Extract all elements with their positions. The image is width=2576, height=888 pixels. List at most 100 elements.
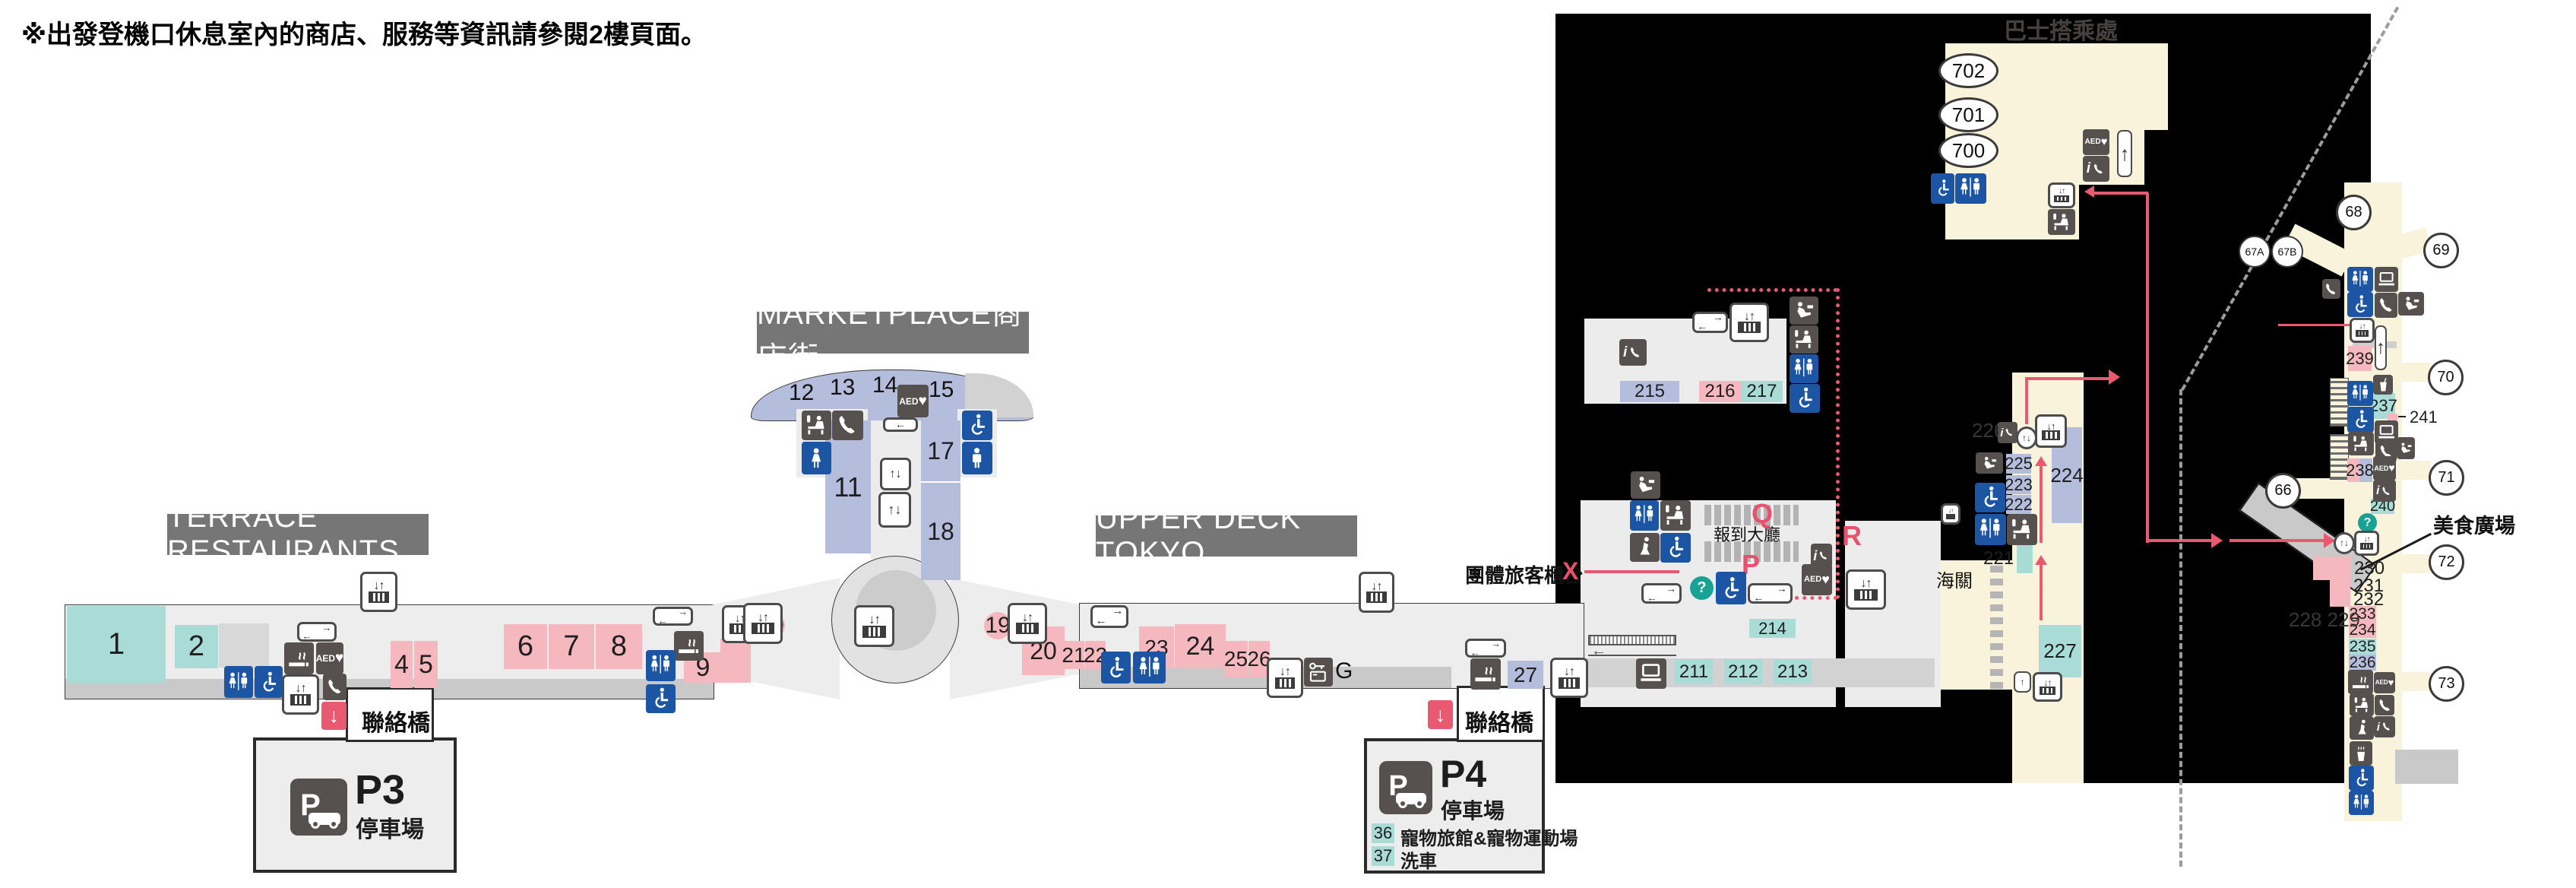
restroom-icon <box>1975 514 2006 545</box>
shop-26: 26 <box>1247 641 1271 677</box>
aed-icon: AED♥ <box>316 642 343 674</box>
corridor-deco <box>219 623 269 668</box>
shop-221 <box>2017 545 2033 573</box>
map-text: 12 <box>789 380 815 405</box>
restroom-icon <box>224 666 253 698</box>
map-text: 13 <box>830 375 856 400</box>
map-text: ← <box>1591 642 1606 659</box>
restroom-icon <box>1630 500 1659 531</box>
shop-236: 236 <box>2349 653 2376 671</box>
info-phone-icon: i <box>2374 716 2395 737</box>
workspace-icon <box>2375 420 2398 444</box>
route-line <box>2040 459 2043 543</box>
elevator-icon: ↓↑ <box>360 572 397 612</box>
parking-p3-name: P3 <box>355 767 406 813</box>
aed-icon: AED♥ <box>1802 564 1832 595</box>
accessible-toilet-icon <box>962 411 992 440</box>
info-phone-icon: i <box>1811 544 1832 568</box>
moving-walkway-bar <box>1588 649 1676 656</box>
route-arrowhead <box>2211 533 2230 548</box>
map-text: 海關 <box>1936 571 1973 591</box>
info-phone-icon: i <box>1619 339 1647 366</box>
map-text: 聯絡橋 <box>1465 711 1533 736</box>
bus-stop-701: 701 <box>1938 97 1998 132</box>
elevator-icon: ↓↑ <box>1359 572 1394 613</box>
shop-24: 24 <box>1175 624 1226 668</box>
parking-p4-name: P4 <box>1440 753 1487 795</box>
page-note: ※出發登機口休息室內的商店、服務等資訊請參閱2樓頁面。 <box>21 21 707 49</box>
escalator-icon: →← <box>297 622 337 642</box>
route-letter-Q: Q <box>1752 498 1774 529</box>
elevator-icon: ↓↑ <box>1729 303 1769 342</box>
checkin-counters <box>1704 541 1799 562</box>
escalator-icon: →← <box>1090 605 1128 628</box>
shop-label-230: 230 <box>2354 557 2385 579</box>
elevator-icon: ↓↑ <box>1267 658 1303 698</box>
womens-toilet-icon <box>802 442 831 474</box>
route-arrowhead <box>2324 533 2343 548</box>
accessible-toilet-icon <box>646 684 676 713</box>
elevator-icon: ↓↑ <box>1550 658 1588 698</box>
map-text: 美食廣場 <box>2433 515 2515 538</box>
escalator-icon: →← <box>1641 583 1682 604</box>
route-line <box>2025 377 2028 424</box>
gate-67A: 67A <box>2239 236 2271 268</box>
shop-216: 216 <box>1699 381 1741 402</box>
baby-care-icon <box>2350 693 2374 716</box>
escalator-icon: →← <box>653 607 693 626</box>
connector-arrow-icon: ↓ <box>1428 700 1453 729</box>
map-text: 聯絡橋 <box>362 711 430 736</box>
parking-p3-box: P P3 停車場 <box>253 737 457 873</box>
map-text: 巴士搭乘處 <box>2004 19 2118 44</box>
gray-block <box>2395 750 2458 784</box>
smoking-room-icon <box>284 642 314 674</box>
walkway-arrow-icon: ← <box>883 417 918 432</box>
elevator-icon: ↓↑ <box>2035 414 2067 448</box>
shop-223: 223 <box>2005 474 2033 494</box>
shop-234: 234 <box>2349 620 2376 639</box>
section-label: TERRACE RESTAURANTS <box>167 500 429 568</box>
smoking-room-icon <box>2348 670 2373 694</box>
restroom-icon <box>2347 381 2373 406</box>
section-label: MARKETPLACE商店街 <box>757 297 1029 375</box>
route-arrowhead <box>2035 450 2047 466</box>
route-line <box>1584 570 1679 573</box>
pier-stub-70 <box>2395 363 2430 382</box>
legend-36-chip: 36 <box>1372 823 1394 843</box>
shop-222: 222 <box>2005 494 2033 514</box>
shop-11: 11 <box>825 420 871 553</box>
route-line <box>2040 558 2043 620</box>
vending-icon <box>2373 375 2393 395</box>
route-line <box>2278 324 2350 326</box>
shop-25: 25 <box>1224 641 1248 677</box>
drinking-fountain-icon <box>2398 292 2424 316</box>
bridge-box <box>346 687 434 742</box>
aed-icon: AED♥ <box>897 385 929 417</box>
legend-36-text: 寵物旅館&寵物運動場 <box>1400 829 1578 849</box>
connector-arrow-icon: ↓ <box>321 702 347 730</box>
shop-235: 235 <box>2349 637 2376 655</box>
escalator-icon: ↑↓ <box>2016 427 2037 449</box>
walkway-icon: ↑ <box>2117 130 2132 177</box>
shop-label-221: 221 <box>1983 548 2014 569</box>
stairs <box>2330 378 2349 427</box>
shop-label-241: 241 <box>2410 408 2438 427</box>
route-dotted <box>1836 288 1840 599</box>
elevator-icon: ↓↑ <box>2033 672 2062 702</box>
accessible-toilet-icon <box>2347 407 2374 433</box>
walkway-icon: ↑ <box>2375 325 2387 370</box>
map-text: 報到大廳 <box>1714 525 1781 544</box>
map-text: 團體旅客櫃台 <box>1465 564 1584 587</box>
shop-8: 8 <box>596 624 642 669</box>
bus-stop-700: 700 <box>1938 133 1998 168</box>
route-arrowhead <box>2035 549 2047 565</box>
gate-71: 71 <box>2429 460 2464 496</box>
escalator-icon: →← <box>1692 312 1728 333</box>
elevator-icon: ↓↑ <box>1008 603 1047 644</box>
shop-27: 27 <box>1508 661 1543 689</box>
aed-icon: AED♥ <box>2374 672 2395 693</box>
route-dotted <box>1795 596 1837 600</box>
baby-care-icon <box>802 411 831 440</box>
shop-240: 240 <box>2369 497 2396 515</box>
